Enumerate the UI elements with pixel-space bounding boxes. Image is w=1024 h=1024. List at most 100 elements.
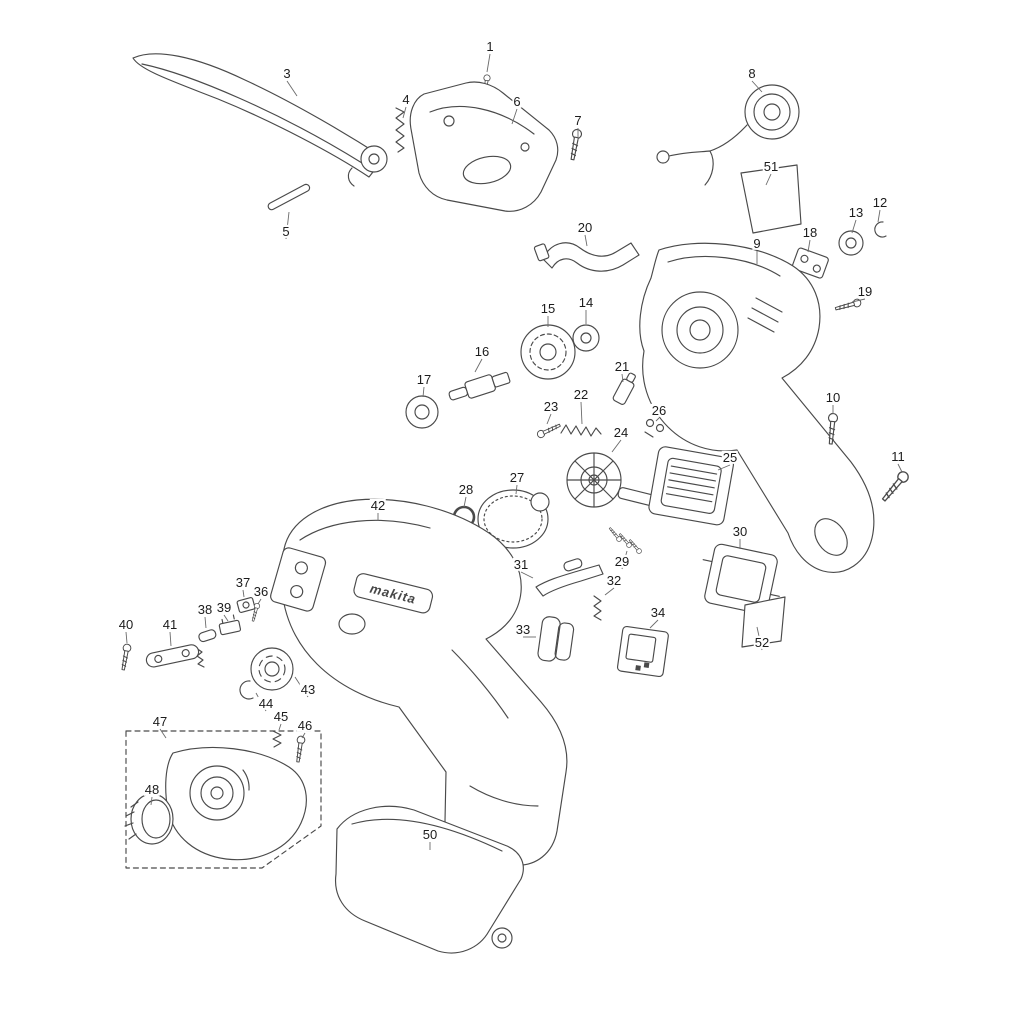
leader-line-32 (604, 587, 615, 596)
leader-line-1 (486, 53, 491, 73)
part-label-52: 52 (753, 634, 771, 650)
part-label-32: 32 (605, 572, 623, 588)
part-6-housing-bracket-drawing (409, 81, 559, 212)
part-52-sheet-drawing (741, 596, 786, 648)
part-label-14: 14 (577, 294, 595, 310)
part-16-shaft-drawing (448, 371, 511, 401)
part-33-trigger-drawing (537, 616, 575, 662)
part-label-44: 44 (257, 695, 275, 711)
part-label-40: 40 (117, 616, 135, 632)
part-label-26: 26 (650, 402, 668, 418)
leader-line-46 (301, 732, 306, 739)
part-label-38: 38 (196, 601, 214, 617)
leader-line-12 (877, 209, 881, 223)
part-5-pin-drawing (267, 183, 311, 211)
part-label-43: 43 (299, 681, 317, 697)
part-8-cap-drawing (656, 84, 800, 186)
leader-line-34 (649, 619, 659, 629)
leader-line-36 (257, 598, 262, 605)
part-26-clips-drawing (644, 418, 665, 438)
part-label-51: 51 (762, 158, 780, 174)
part-label-17: 17 (415, 371, 433, 387)
part-label-20: 20 (576, 219, 594, 235)
leader-line-37 (242, 589, 245, 598)
part-3-guide-arm-drawing (132, 53, 388, 187)
part-label-1: 1 (485, 38, 495, 54)
part-9-housing-right-drawing (639, 242, 875, 573)
leader-line-16 (474, 358, 483, 373)
part-label-41: 41 (161, 616, 179, 632)
part-label-8: 8 (747, 65, 757, 81)
part-label-48: 48 (143, 781, 161, 797)
part-label-10: 10 (824, 389, 842, 405)
leader-line-18 (807, 239, 811, 253)
leader-line-48 (150, 796, 153, 806)
part-label-30: 30 (731, 523, 749, 539)
part-label-25: 25 (721, 449, 739, 465)
part-17-bearing-drawing (405, 395, 439, 429)
part-12-ring-drawing (874, 221, 887, 238)
part-label-34: 34 (649, 604, 667, 620)
part-label-31: 31 (512, 556, 530, 572)
leader-line-3 (286, 80, 298, 97)
part-label-4: 4 (401, 91, 411, 107)
part-21-valve-drawing (612, 372, 636, 405)
part-label-9: 9 (752, 235, 762, 251)
leader-line-25 (717, 464, 731, 471)
part-label-42: 42 (369, 497, 387, 513)
part-label-5: 5 (281, 223, 291, 239)
part-42-housing-left-drawing: makita (270, 498, 568, 866)
part-4-spring-drawing (395, 107, 405, 153)
part-24-armature-drawing (566, 452, 665, 512)
part-37-drawing (236, 597, 256, 613)
part-label-19: 19 (856, 283, 874, 299)
part-label-7: 7 (573, 112, 583, 128)
leader-line-38 (204, 616, 207, 629)
part-label-37: 37 (234, 574, 252, 590)
part-38-drawing (195, 629, 217, 668)
leader-line-27 (515, 484, 518, 495)
part-47-cover-assembly-drawing (125, 730, 322, 869)
part-label-15: 15 (539, 300, 557, 316)
part-label-47: 47 (151, 713, 169, 729)
part-25-field-drawing (648, 446, 734, 526)
part-label-18: 18 (801, 224, 819, 240)
part-34-switch-drawing (616, 625, 669, 678)
leader-line-19 (851, 298, 866, 303)
part-14-bearing-drawing (572, 324, 600, 352)
part-label-22: 22 (572, 386, 590, 402)
part-label-45: 45 (272, 708, 290, 724)
part-50-cover-drawing (334, 805, 524, 954)
leader-line-40 (125, 631, 128, 644)
part-31-lever-drawing (535, 558, 604, 597)
part-27-bevel-gear-drawing (477, 489, 550, 549)
part-30-holder-drawing (702, 543, 780, 615)
leader-line-13 (851, 219, 857, 234)
leader-line-41 (169, 631, 172, 647)
leader-line-45 (278, 723, 282, 731)
leader-line-28 (463, 496, 467, 508)
leader-line-20 (584, 234, 588, 247)
part-41-bar-drawing (145, 644, 200, 668)
part-label-21: 21 (613, 358, 631, 374)
part-label-27: 27 (508, 469, 526, 485)
leader-line-24 (611, 439, 622, 453)
leader-line-23 (546, 413, 552, 425)
leader-line-17 (422, 386, 425, 398)
part-label-23: 23 (542, 398, 560, 414)
part-13-bearing-drawing (838, 230, 864, 256)
part-39-drawing (218, 614, 242, 636)
part-label-3: 3 (282, 65, 292, 81)
part-label-33: 33 (514, 621, 532, 637)
leader-line-51 (765, 173, 772, 186)
part-label-12: 12 (871, 194, 889, 210)
part-label-11: 11 (890, 448, 906, 464)
part-label-39: 39 (215, 599, 233, 615)
leader-line-6 (511, 108, 518, 125)
part-label-50: 50 (421, 826, 439, 842)
leader-line-4 (402, 106, 407, 119)
part-label-6: 6 (512, 93, 522, 109)
part-label-28: 28 (457, 481, 475, 497)
